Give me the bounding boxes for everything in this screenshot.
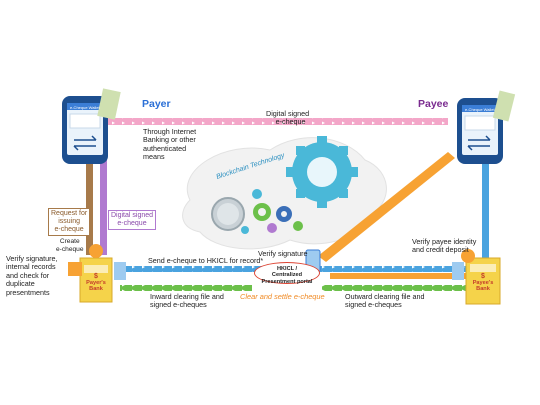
verify-payee-line2: and credit deposit <box>412 245 469 255</box>
payer-app-title: e-Cheque Wallet <box>70 105 100 110</box>
portal-line1: HKICL / <box>276 266 298 272</box>
request-box-line2: issuing <box>58 218 80 225</box>
request-box: Request for issuing e-cheque <box>48 208 91 236</box>
internet-banking-line3: authenticated <box>143 143 187 153</box>
request-box-line3: e-cheque <box>54 226 84 233</box>
payer-bank-label-line1: Payer's <box>86 280 106 286</box>
verify-left-line1: Verify signature, <box>6 254 58 263</box>
outward-line2: signed e-cheques <box>345 300 402 310</box>
payer-bank-icon <box>68 244 126 303</box>
verify-left-text: Verify signature, internal records and c… <box>6 254 58 297</box>
payee-label: Payee <box>418 98 449 110</box>
hkicl-portal: HKICL / Centralized Presentment portal <box>254 262 320 285</box>
top-flow-label-line1: Digital signed <box>266 109 310 118</box>
digital-flow-bar <box>100 160 107 255</box>
payee-deposit-flow <box>330 273 480 279</box>
inward-line2: signed e-cheques <box>150 300 207 310</box>
portal-line3: Presentment portal <box>261 278 313 285</box>
create-line1: Create <box>59 238 80 245</box>
verify-signature-text: Verify signature <box>258 249 308 258</box>
payer-label: Payer <box>142 98 171 110</box>
payee-phone-icon <box>457 90 516 164</box>
big-gear-icon <box>286 136 358 208</box>
portal-line2: Centralized <box>271 272 303 279</box>
payee-bank-label-line2: Bank <box>476 286 490 292</box>
clear-settle-text: Clear and settle e-cheque <box>240 292 325 301</box>
payee-bank-symbol: $ <box>481 273 485 280</box>
verify-payee-text: Verify payee identity and credit deposit <box>412 237 477 255</box>
verify-left-line4: duplicate <box>6 279 35 289</box>
payee-to-portal-flow <box>318 152 455 262</box>
digital-box: Digital signed e-cheque <box>108 210 157 230</box>
send-text: Send e-cheque to HKICL for record* <box>148 256 264 265</box>
create-text: Create e-cheque <box>56 238 84 255</box>
digital-box-line2: e-cheque <box>117 220 147 227</box>
top-flow-label: Digital signed e-cheque <box>266 109 310 127</box>
request-flow-bar <box>86 160 93 255</box>
internet-banking-line4: means <box>143 152 165 162</box>
verify-payee-line1: Verify payee identity <box>412 237 477 246</box>
verify-left-line3: and check for <box>6 270 50 280</box>
top-flow-label-line2: e-cheque <box>275 117 306 127</box>
request-box-line1: Request for <box>51 210 88 217</box>
internet-banking-line2: Banking or other <box>143 135 196 145</box>
coin-icon <box>211 197 245 231</box>
payee-bank-label-line1: Payee's <box>472 280 494 286</box>
outward-text: Outward clearing file and signed e-chequ… <box>345 292 425 310</box>
payee-bank-label: $ Payee's Bank <box>470 273 496 292</box>
payer-bank-label: $ Payer's Bank <box>83 273 109 292</box>
create-line2: e-cheque <box>56 246 84 254</box>
internet-banking-line1: Through Internet <box>143 127 197 136</box>
inward-line1: Inward clearing file and <box>150 292 224 301</box>
payee-app-title: e-Cheque Wallet <box>465 107 495 112</box>
inward-text: Inward clearing file and signed e-cheque… <box>150 292 224 310</box>
payer-bank-label-line2: Bank <box>89 286 103 292</box>
payee-bank-icon <box>452 249 501 305</box>
verify-left-line2: internal records <box>6 262 56 272</box>
outward-line1: Outward clearing file and <box>345 292 425 301</box>
verify-left-line5: presentments <box>6 287 50 297</box>
internet-banking-text: Through Internet Banking or other authen… <box>143 127 197 162</box>
payer-bank-symbol: $ <box>94 273 98 280</box>
payee-vertical-bar <box>482 160 489 260</box>
small-gear-icon <box>241 189 303 234</box>
digital-box-line1: Digital signed <box>111 212 154 219</box>
payer-phone-icon <box>62 88 121 164</box>
